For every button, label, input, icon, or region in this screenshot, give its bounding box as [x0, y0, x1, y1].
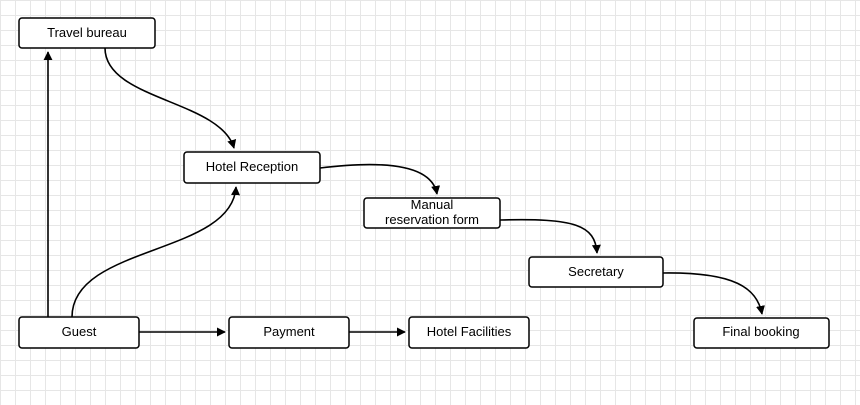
node-hotel-facilities[interactable]: Hotel Facilities: [408, 316, 530, 349]
node-label-line: Manual: [411, 197, 454, 212]
node-label-line: Secretary: [568, 264, 624, 279]
node-label-line: reservation form: [385, 212, 479, 227]
node-hotel-reception[interactable]: Hotel Reception: [183, 151, 321, 184]
node-label: Hotel Facilities: [427, 324, 512, 339]
edge-hotel-reception-to-manual-reservation-form: [319, 163, 441, 195]
node-label-line: Final booking: [722, 324, 799, 339]
node-label: Secretary: [568, 264, 624, 279]
node-payment[interactable]: Payment: [228, 316, 350, 349]
edge-manual-reservation-form-to-secretary: [499, 218, 601, 254]
node-label-line: Travel bureau: [47, 25, 127, 40]
edge-guest-to-hotel-reception: [71, 186, 240, 318]
node-final-booking[interactable]: Final booking: [693, 317, 830, 349]
node-label: Guest: [62, 324, 97, 339]
node-label: Hotel Reception: [206, 159, 299, 174]
edge-secretary-to-final-booking: [662, 272, 765, 315]
node-label-line: Guest: [62, 324, 97, 339]
node-label: Final booking: [722, 324, 799, 339]
node-label: Travel bureau: [47, 25, 127, 40]
node-travel-bureau[interactable]: Travel bureau: [18, 17, 156, 49]
node-label-line: Hotel Facilities: [427, 324, 512, 339]
node-label: Payment: [263, 324, 315, 339]
edges: [43, 47, 765, 337]
edge-travel-bureau-to-hotel-reception: [104, 47, 237, 149]
node-label-line: Payment: [263, 324, 315, 339]
node-label-line: Hotel Reception: [206, 159, 299, 174]
node-guest[interactable]: Guest: [18, 316, 140, 349]
node-secretary[interactable]: Secretary: [528, 256, 664, 288]
